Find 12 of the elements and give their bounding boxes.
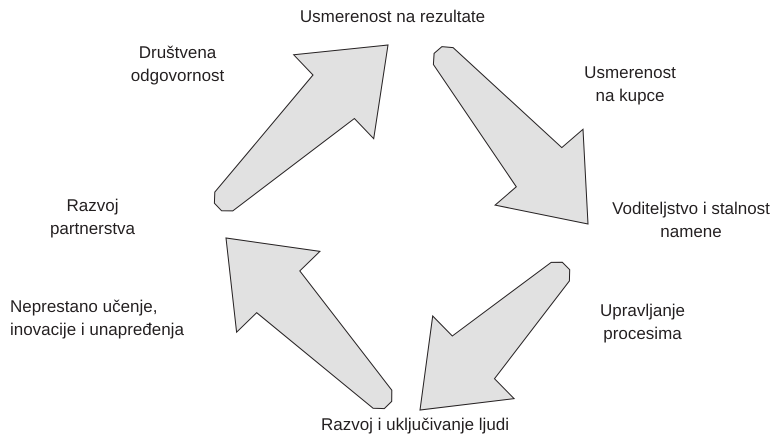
block-arrow <box>432 46 589 225</box>
node-label: Razvoj i uključivanje ljudi <box>295 414 535 437</box>
node-label: Razvoj partnerstva <box>30 195 155 241</box>
node-label: Voditeljstvo i stalnost namene <box>612 198 770 244</box>
text-label: Usmerenost na kupce <box>583 62 677 107</box>
text-label: Društvena odgovornost <box>130 42 225 87</box>
text-label: Neprestano učenje, inovacije i unapređenja <box>10 296 185 341</box>
node-label: Usmerenost na rezultate <box>290 6 495 29</box>
block-arrow <box>225 237 392 410</box>
block-arrow <box>419 262 570 411</box>
block-arrow <box>214 44 389 212</box>
text-label: Upravljanje procesima <box>598 300 686 345</box>
